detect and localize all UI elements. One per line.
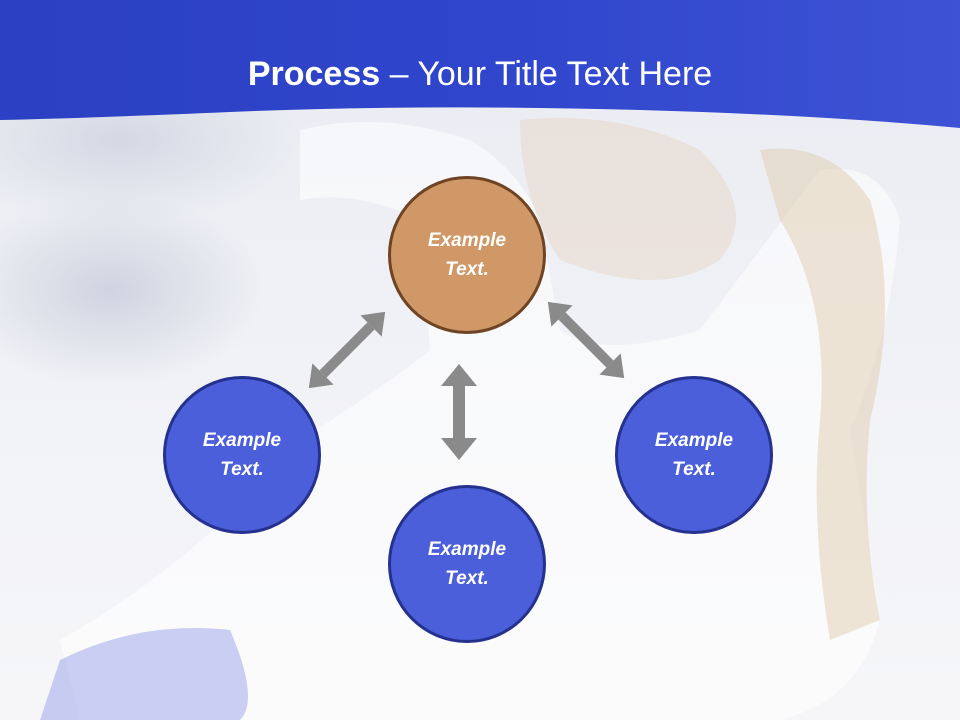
- title-bold: Process: [247, 55, 381, 93]
- node-left-line1: Example: [202, 430, 282, 451]
- page-title: Process – Your Title Text Here: [0, 52, 960, 96]
- node-right-line2: Text.: [672, 459, 716, 480]
- node-top-line2: Text.: [445, 259, 489, 280]
- node-bottom-line1: Example: [427, 539, 507, 560]
- title-rest: – Your Title Text Here: [380, 55, 713, 93]
- node-left-line2: Text.: [220, 459, 264, 480]
- header-band: [0, 0, 960, 128]
- arrow-top-to-bottom: [441, 364, 477, 460]
- node-right-line1: Example: [654, 430, 734, 451]
- arrow-left-to-top: [308, 311, 386, 389]
- node-top-line1: Example: [427, 230, 507, 251]
- node-bottom-line2: Text.: [445, 568, 489, 589]
- arrow-top-to-right: [547, 301, 625, 379]
